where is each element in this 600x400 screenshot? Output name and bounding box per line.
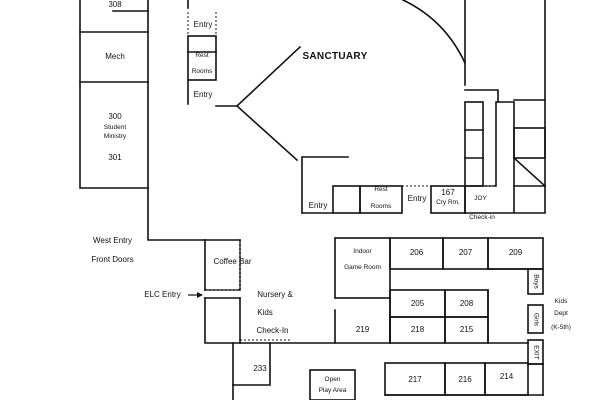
student-ministry-label-1: Student [103, 124, 127, 131]
west-entry-label: West Entry [93, 236, 132, 245]
left-wing-walls [79, 0, 206, 241]
cry-room-label: Cry Rm. [436, 199, 460, 206]
front-doors-label: Front Doors [91, 255, 134, 264]
sanctuary-label: SANCTUARY [302, 51, 368, 62]
student-ministry-label-2: Ministry [103, 133, 127, 140]
nursery-label-3: Check-In [256, 326, 289, 335]
dashed-openings [187, 12, 431, 344]
entry-bottom-right-label: Entry [407, 194, 427, 203]
open-play-label-1: Open [324, 376, 341, 383]
rest-rooms-bottom-label-1: Rest [374, 186, 388, 193]
entry-top-label: Entry [193, 20, 213, 29]
room-208: 208 [459, 299, 474, 308]
girls-restroom-label: Girls [532, 312, 540, 327]
entry-mid-label: Entry [193, 90, 213, 99]
room-215: 215 [459, 325, 474, 334]
room-214: 214 [499, 372, 514, 381]
mech-room: Mech [105, 52, 125, 61]
room-300: 300 [108, 112, 122, 121]
rest-rooms-left-label-1: Rest [195, 52, 209, 59]
room-233: 233 [253, 364, 267, 373]
exit-label: EXIT [532, 345, 540, 360]
room-219: 219 [355, 325, 370, 334]
kids-dept-label-1: Kids [554, 298, 568, 305]
nursery-label-1: Nursery & [257, 290, 293, 299]
room-205: 205 [410, 299, 425, 308]
entry-bottom-left-label: Entry [308, 201, 328, 210]
kids-dept-label-3: (K-5th) [551, 324, 571, 331]
room-206: 206 [409, 248, 424, 257]
room-216: 216 [458, 375, 472, 384]
room-308: 308 [108, 0, 122, 9]
room-207: 207 [458, 248, 473, 257]
sanctuary-walls [187, 0, 467, 214]
rest-rooms-bottom-label-2: Rooms [370, 203, 392, 210]
room-217: 217 [408, 375, 422, 384]
indoor-game-label-1: Indoor [353, 248, 372, 255]
right-side-walls [464, 0, 547, 213]
elc-entry-label: ELC Entry [144, 290, 181, 299]
nursery-label-2: Kids [257, 308, 273, 317]
elc-entry-arrow [188, 292, 203, 298]
kids-dept-label-2: Dept [554, 310, 568, 317]
cry-room-number: 167 [441, 188, 455, 197]
room-218: 218 [410, 325, 425, 334]
rest-rooms-left-label-2: Rooms [191, 68, 213, 75]
coffee-bar-label: Coffee Bar [213, 257, 252, 266]
room-209: 209 [508, 248, 523, 257]
indoor-game-label-2: Game Room [344, 264, 381, 271]
open-play-label-2: Play Area [318, 387, 347, 394]
boys-restroom-label: Boys [532, 274, 540, 289]
check-in-top-label: Check-in [469, 214, 495, 221]
joy-label: JOY [474, 195, 487, 202]
room-301: 301 [108, 153, 122, 162]
kids-department-walls [334, 237, 544, 396]
